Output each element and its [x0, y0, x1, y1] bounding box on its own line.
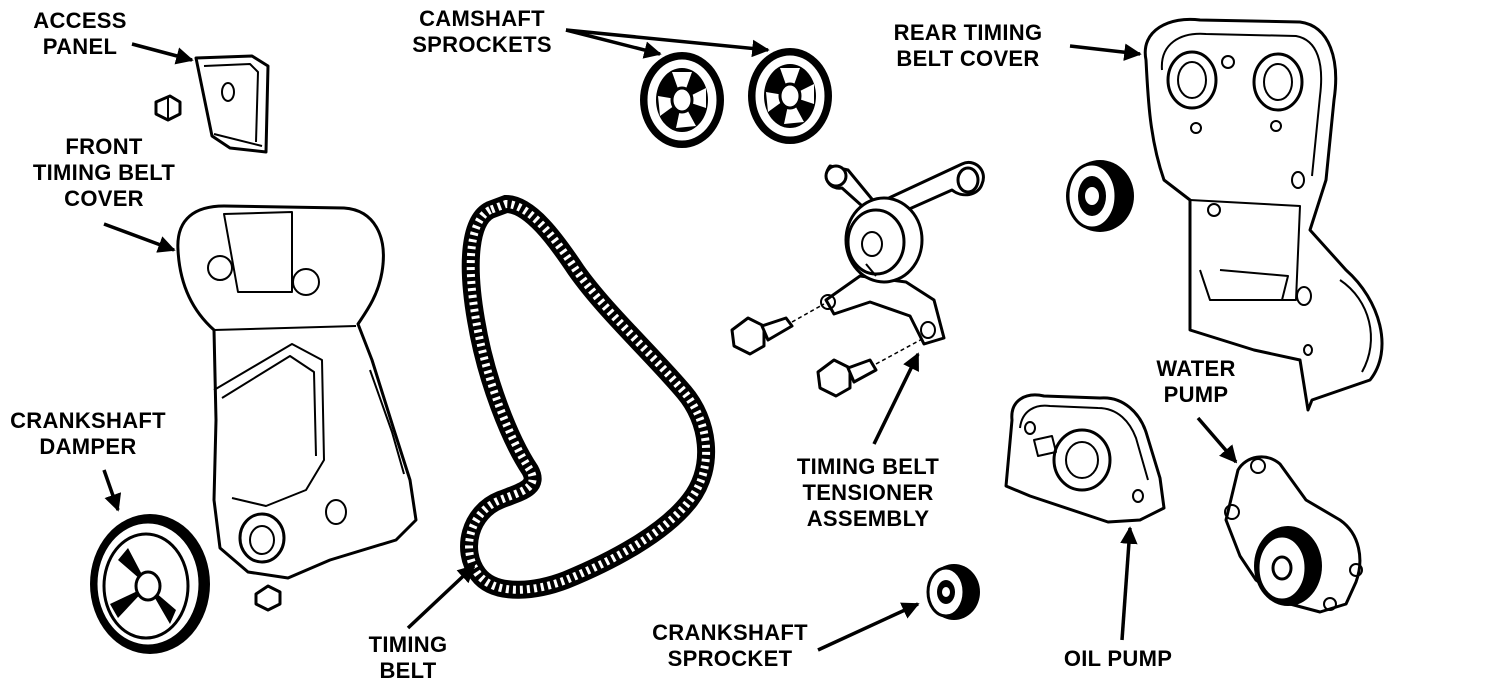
timing-belt-tensioner-part: [820, 161, 985, 346]
crankshaft-sprocket-part: [926, 564, 980, 620]
crankshaft-sprocket-arrow: [817, 602, 920, 652]
timing-belt-arrow: [406, 564, 476, 630]
water-pump-part: [1224, 455, 1363, 614]
access-panel-part: [194, 54, 270, 154]
camshaft-sprocket-arrow-right: [565, 28, 770, 58]
front-cover-bolt: [254, 584, 282, 612]
oil-pump-part: [1004, 393, 1166, 524]
access-panel-bolt: [154, 94, 182, 122]
crankshaft-damper-part: [90, 514, 210, 654]
rear-timing-belt-cover-part: [1143, 17, 1384, 412]
tensioner-arrow: [872, 352, 920, 445]
camshaft-sprocket-left: [640, 52, 724, 148]
access-panel-arrow: [131, 42, 194, 65]
camshaft-sprocket-right: [748, 48, 832, 144]
idler-pulley-part: [1066, 160, 1134, 232]
front-timing-belt-cover-part: [176, 204, 418, 580]
water-pump-arrow: [1196, 416, 1238, 464]
label-oil-pump: OIL PUMP: [1063, 646, 1173, 671]
oil-pump-arrow: [1120, 526, 1138, 641]
timing-belt-part: [460, 194, 716, 599]
rear-cover-arrow: [1069, 43, 1142, 61]
tensioner-bolt-upper: [730, 303, 825, 356]
tensioner-bolt-lower: [816, 337, 925, 398]
camshaft-sprocket-arrow-left: [565, 28, 662, 59]
front-cover-arrow: [103, 222, 176, 253]
crankshaft-damper-arrow: [102, 469, 122, 512]
